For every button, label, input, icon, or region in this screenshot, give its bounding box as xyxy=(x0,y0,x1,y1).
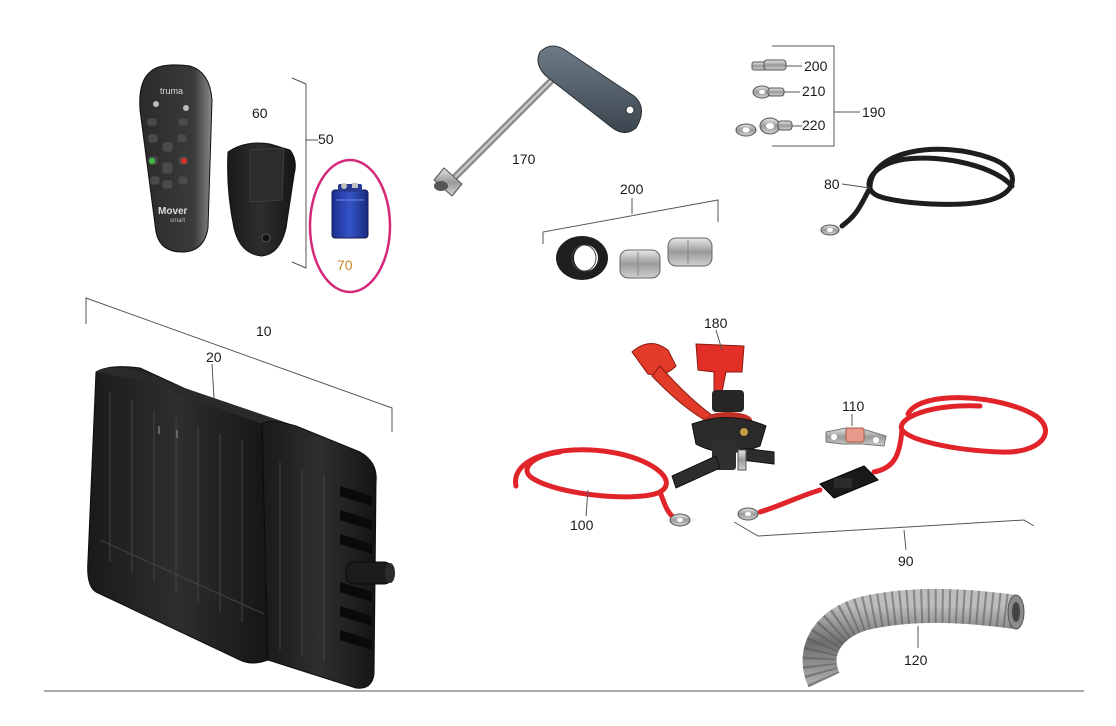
callout-120: 120 xyxy=(904,652,928,668)
fused-red-cable xyxy=(737,395,1048,521)
battery-isolator-switch xyxy=(631,343,775,489)
t-handle-socket-wrench xyxy=(433,45,642,197)
bracket-200-ferrite xyxy=(542,199,719,244)
bracket-50 xyxy=(291,77,307,269)
callout-50: 50 xyxy=(318,131,334,147)
callout-110: 110 xyxy=(842,398,865,414)
highlight-circle xyxy=(308,158,392,294)
callout-80: 80 xyxy=(824,176,840,192)
callout-60: 60 xyxy=(252,105,268,121)
remote-holster xyxy=(227,142,296,257)
battery-9v xyxy=(331,183,369,239)
remote-brand-text: truma xyxy=(160,86,183,96)
red-cable xyxy=(513,447,691,527)
callout-labels: 50 60 70 170 200 200 210 220 190 80 10 2… xyxy=(206,58,928,668)
callout-10: 10 xyxy=(256,323,272,339)
callout-70: 70 xyxy=(337,257,353,273)
lug-220 xyxy=(735,117,793,137)
remote-model-text: Mover xyxy=(158,206,188,217)
bracket-190 xyxy=(772,45,835,147)
lug-200 xyxy=(751,59,787,71)
callout-20: 20 xyxy=(206,349,222,365)
callout-190: 190 xyxy=(862,104,886,120)
cable-lugs xyxy=(735,59,793,137)
fuse xyxy=(825,427,887,447)
black-cable xyxy=(820,146,1015,236)
callout-220: 220 xyxy=(802,117,826,133)
ferrite-cores xyxy=(556,236,713,280)
bracket-10 xyxy=(85,297,393,432)
bracket-90 xyxy=(733,519,1035,537)
corrugated-conduit xyxy=(802,588,1025,688)
callout-170: 170 xyxy=(512,151,536,167)
control-unit-housing xyxy=(87,366,395,689)
callout-200-ferrite: 200 xyxy=(620,181,644,197)
remote-sub-text: smart xyxy=(170,218,185,224)
callout-200-lug: 200 xyxy=(804,58,828,74)
remote-control: truma Mover smart xyxy=(139,64,213,253)
callout-90: 90 xyxy=(898,553,914,569)
callout-210: 210 xyxy=(802,83,826,99)
fuse-holder xyxy=(819,465,879,499)
lug-210 xyxy=(752,85,785,99)
callout-180: 180 xyxy=(704,315,728,331)
callout-100: 100 xyxy=(570,517,594,533)
